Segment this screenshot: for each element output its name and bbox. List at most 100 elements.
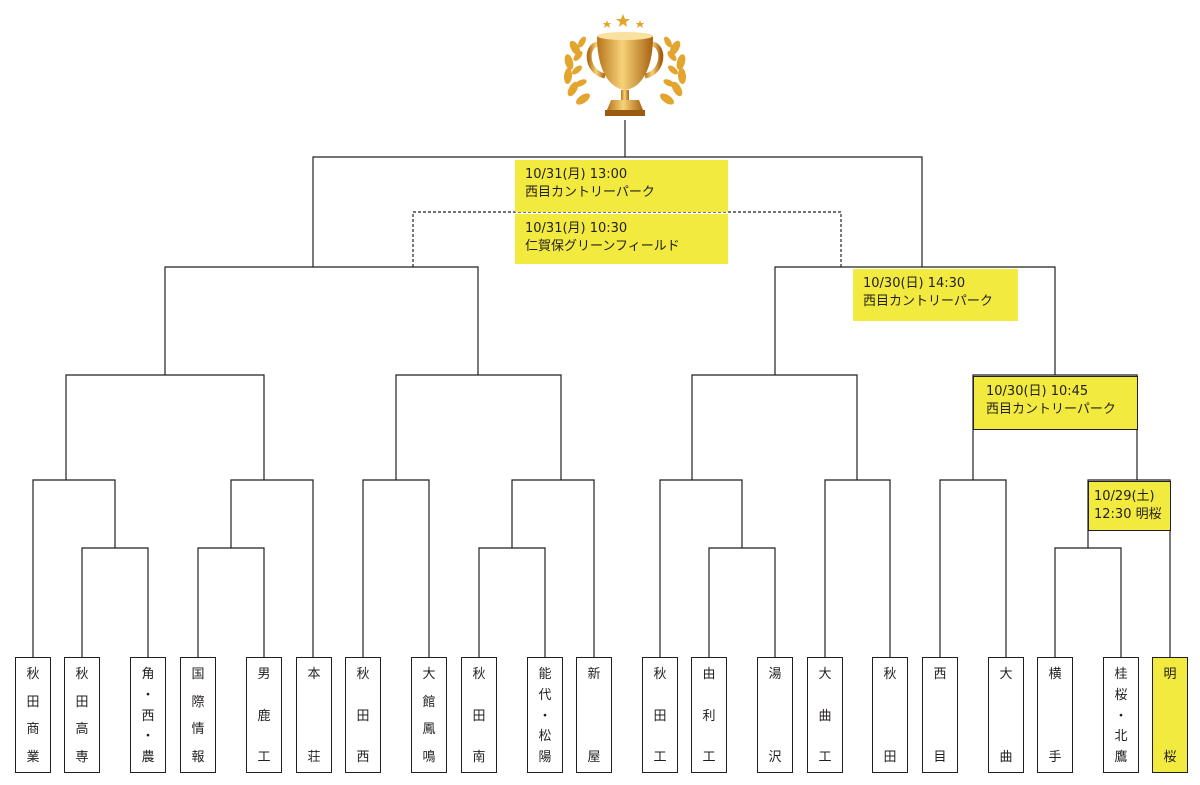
first-round-venue: 12:30 明桜 (1094, 507, 1162, 522)
team-name-char: 国 (191, 667, 205, 682)
team-box: 本荘 (296, 657, 332, 773)
team-box: 新屋 (576, 657, 612, 773)
team-name-char: 湯 (768, 667, 782, 682)
team-name-char: 商 (26, 722, 40, 738)
team-box: 秋田高専 (64, 657, 100, 773)
team-box: 角・西・農 (130, 657, 166, 773)
team-box: 秋田南 (461, 657, 497, 773)
team-name-char: 桜 (1114, 687, 1128, 703)
team-name-char: ・ (141, 729, 155, 745)
team-name-char: 大 (999, 667, 1013, 682)
team-name-char: ・ (1114, 708, 1128, 724)
team-name-char: 秋 (356, 667, 370, 682)
team-name-char: 荘 (307, 750, 321, 765)
team-name-char: 専 (75, 749, 89, 765)
team-name-char: 農 (141, 750, 155, 765)
team-name-char: 際 (191, 694, 205, 710)
team-box: 大曲工 (807, 657, 843, 773)
team-name-char: 業 (26, 749, 40, 765)
team-box: 湯沢 (757, 657, 793, 773)
team-name-char: 田 (472, 708, 486, 724)
team-name-char: 本 (307, 667, 321, 682)
team-name-char: 鳳 (422, 722, 436, 738)
team-name-char: 能 (538, 667, 552, 682)
final-date: 10/31(月) 13:00 (525, 167, 628, 182)
team-name-char: 田 (75, 694, 89, 710)
team-name-char: 目 (933, 750, 947, 765)
final-venue: 西目カントリーパーク (525, 185, 655, 200)
team-name-char: 鹿 (257, 708, 271, 724)
team-name-char: 秋 (472, 667, 486, 682)
team-name-char: 田 (653, 708, 667, 724)
team-name-char: 由 (702, 667, 716, 682)
team-name-char: 秋 (75, 667, 89, 682)
team-name-char: 明 (1163, 667, 1177, 682)
team-name-char: 沢 (768, 750, 782, 765)
team-name-char: 報 (191, 749, 205, 765)
team-name-char: 大 (818, 667, 832, 682)
team-name-char: 代 (538, 687, 552, 703)
team-box: 大館鳳鳴 (411, 657, 447, 773)
team-box: 西目 (922, 657, 958, 773)
quarterfinal-schedule-label: 10/30(日) 10:45 西目カントリーパーク (973, 376, 1138, 430)
team-name-char: 新 (587, 667, 601, 682)
team-name-char: 工 (702, 750, 716, 765)
team-name-char: 屋 (587, 750, 601, 765)
first-round-date: 10/29(土) (1094, 489, 1155, 504)
team-name-char: ・ (141, 687, 155, 703)
team-name-char: 松 (538, 729, 552, 745)
first-round-schedule-label: 10/29(土) 12:30 明桜 (1088, 481, 1171, 531)
semifinal-venue: 西目カントリーパーク (863, 294, 993, 309)
team-box: 大曲 (988, 657, 1024, 773)
team-name-char: 田 (883, 750, 897, 765)
team-name-char: 高 (75, 722, 89, 738)
third-place-date: 10/31(月) 10:30 (525, 221, 628, 236)
team-name-char: 秋 (883, 667, 897, 682)
team-name-char: 秋 (26, 667, 40, 682)
team-box: 能代・松陽 (527, 657, 563, 773)
final-schedule-label: 10/31(月) 13:00 西目カントリーパーク (515, 160, 728, 212)
third-place-schedule-label: 10/31(月) 10:30 仁賀保グリーンフィールド (515, 214, 728, 264)
team-name-char: 情 (191, 722, 205, 738)
team-name-char: 西 (141, 708, 155, 724)
team-box: 明桜 (1152, 657, 1188, 773)
team-box: 秋田工 (642, 657, 678, 773)
team-name-char: 西 (933, 667, 947, 682)
team-name-char: ・ (538, 708, 552, 724)
team-name-char: 陽 (538, 750, 552, 765)
trophy-icon (563, 14, 687, 116)
team-name-char: 西 (356, 750, 370, 765)
team-name-char: 桂 (1114, 667, 1128, 682)
team-name-char: 角 (141, 667, 155, 682)
team-name-char: 桜 (1163, 750, 1177, 765)
semifinal-schedule-label: 10/30(日) 14:30 西目カントリーパーク (853, 269, 1018, 321)
team-box: 国際情報 (180, 657, 216, 773)
team-box: 桂桜・北鷹 (1103, 657, 1139, 773)
quarterfinal-date: 10/30(日) 10:45 (986, 384, 1089, 399)
team-name-char: 北 (1114, 729, 1128, 745)
team-name-char: 曲 (818, 708, 832, 724)
team-box: 由利工 (691, 657, 727, 773)
team-box: 男鹿工 (246, 657, 282, 773)
team-box: 秋田 (872, 657, 908, 773)
semifinal-date: 10/30(日) 14:30 (863, 276, 966, 291)
team-name-char: 大 (422, 667, 436, 682)
team-name-char: 工 (257, 750, 271, 765)
team-name-char: 手 (1048, 750, 1062, 765)
team-name-char: 鷹 (1114, 750, 1128, 765)
team-name-char: 館 (422, 694, 436, 710)
quarterfinal-venue: 西目カントリーパーク (986, 402, 1116, 417)
team-name-char: 工 (653, 750, 667, 765)
team-name-char: 工 (818, 750, 832, 765)
team-name-char: 曲 (999, 750, 1013, 765)
team-name-char: 横 (1048, 667, 1062, 682)
team-name-char: 男 (257, 667, 271, 682)
team-name-char: 利 (702, 708, 716, 724)
third-place-venue: 仁賀保グリーンフィールド (525, 239, 680, 254)
team-name-char: 南 (472, 750, 486, 765)
team-name-char: 田 (356, 708, 370, 724)
team-box: 秋田西 (345, 657, 381, 773)
team-box: 秋田商業 (15, 657, 51, 773)
